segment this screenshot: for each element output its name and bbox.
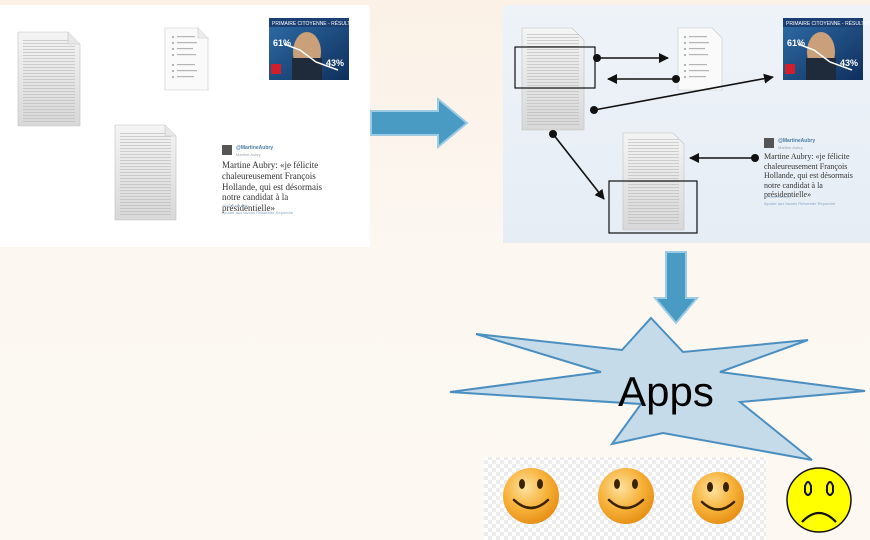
document-large (17, 31, 81, 127)
selection-box-bottom (608, 180, 698, 234)
news-photo-linked: PRIMAIRE CITOYENNE - RÉSULTATS 61% 43% (783, 18, 870, 80)
document-list (164, 27, 209, 91)
tweet-avatar-linked (764, 138, 774, 148)
link-arrow-to-photo (593, 73, 774, 111)
tweet-avatar (222, 145, 232, 155)
tweet-actions: Ajouter aux favoris Retweeter Répondre (222, 210, 294, 215)
tweet-handle: @MartineAubry (236, 145, 274, 151)
svg-text:43%: 43% (840, 58, 858, 68)
svg-text:61%: 61% (787, 38, 805, 48)
news-photo: PRIMAIRE CITOYENNE - RÉSULTATS 61% 43% (269, 18, 360, 80)
svg-text:PRIMAIRE CITOYENNE - RÉSULTATS: PRIMAIRE CITOYENNE - RÉSULTATS (786, 20, 870, 27)
svg-text:PRIMAIRE CITOYENNE - RÉSULTATS: PRIMAIRE CITOYENNE - RÉSULTATS (272, 20, 360, 27)
tweet-time-linked: 16 Oct via web (764, 194, 791, 199)
svg-text:61%: 61% (273, 38, 291, 48)
transform-arrow-right (370, 96, 469, 150)
tweet-time: 16 Oct via web (222, 203, 249, 208)
selection-box-top (514, 46, 596, 89)
smiley-sad-icon (786, 467, 852, 533)
link-arrow-to-center (552, 133, 605, 200)
link-arrows (549, 53, 774, 200)
tweet-handle-linked: @MartineAubry (778, 138, 816, 144)
tweet-fullname-linked: Martine Aubry (778, 145, 803, 150)
smiley-happy-icon (692, 472, 744, 524)
smiley-happy-icon (598, 468, 654, 524)
transform-arrow-down (652, 251, 700, 325)
apps-starburst (449, 316, 866, 461)
tweet-text: Martine Aubry: «je félicite chaleureusem… (222, 160, 322, 214)
document-center (114, 124, 177, 221)
document-large-linked (521, 27, 585, 131)
smiley-happy-icon (503, 468, 559, 524)
document-list-linked (677, 27, 723, 91)
apps-label: Apps (618, 368, 714, 415)
tweet-text-linked: Martine Aubry: «je félicite chaleureusem… (764, 152, 853, 200)
tweet-fullname: Martine Aubry (236, 152, 261, 157)
tweet-actions-linked: Ajouter aux favoris Retweeter Répondre (764, 201, 836, 206)
svg-text:43%: 43% (326, 58, 344, 68)
